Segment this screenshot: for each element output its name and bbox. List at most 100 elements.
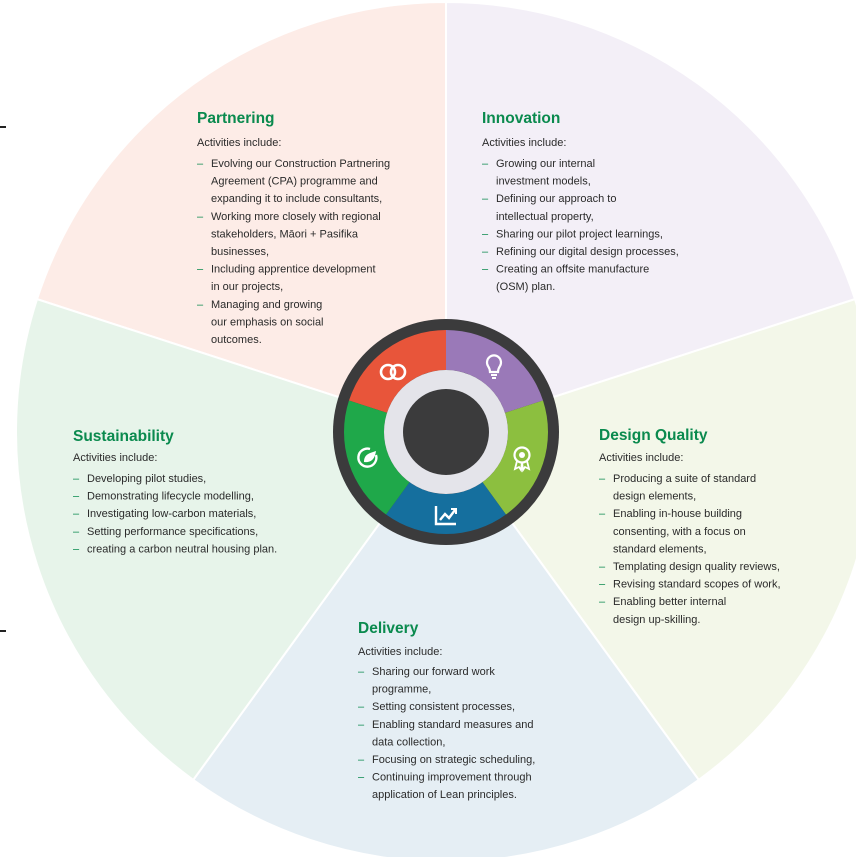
bullet-dash: – <box>358 719 365 731</box>
activity-list-delivery: –Sharing our forward workprogramme,–Sett… <box>358 666 535 801</box>
bullet-dash: – <box>358 754 365 766</box>
activity-line: Continuing improvement through <box>372 772 532 784</box>
activity-line: businesses, <box>211 246 269 258</box>
bullet-dash: – <box>599 596 606 608</box>
lightbulb-icon <box>485 354 503 379</box>
activity-line: standard elements, <box>613 543 707 555</box>
activity-line: our emphasis on social <box>211 316 324 328</box>
segment-title-design-quality: Design Quality <box>599 427 708 444</box>
activity-line: Working more closely with regional <box>211 211 381 223</box>
activity-line: Setting consistent processes, <box>372 701 515 713</box>
activity-line: Sharing our pilot project learnings, <box>496 228 663 240</box>
activity-line: in our projects, <box>211 281 283 293</box>
segment-subtitle-delivery: Activities include: <box>358 646 442 658</box>
activity-list-partnering: –Evolving our Construction PartneringAgr… <box>197 158 390 346</box>
activity-line: Creating an offsite manufacture <box>496 264 649 276</box>
activity-line: Investigating low-carbon materials, <box>87 508 256 520</box>
activity-line: Producing a suite of standard <box>613 473 756 485</box>
bullet-dash: – <box>482 228 489 240</box>
wedge-delivery <box>191 430 701 857</box>
activity-line: Agreement (CPA) programme and <box>211 176 378 188</box>
activity-line: expanding it to include consultants, <box>211 193 382 205</box>
bullet-dash: – <box>73 491 80 503</box>
activity-line: data collection, <box>372 736 445 748</box>
central-hub <box>333 319 559 545</box>
activity-line: Evolving our Construction Partnering <box>211 158 390 170</box>
hub-segment-delivery <box>386 482 506 534</box>
activity-line: Growing our internal <box>496 158 595 170</box>
bullet-dash: – <box>599 473 606 485</box>
activity-line: stakeholders, Māori + Pasifika <box>211 228 359 240</box>
activity-line: (OSM) plan. <box>496 281 555 293</box>
bullet-dash: – <box>197 299 204 311</box>
bullet-dash: – <box>599 508 606 520</box>
sustainability-leaf-icon <box>357 447 378 468</box>
segment-title-sustainability: Sustainability <box>73 428 174 445</box>
bullet-dash: – <box>197 158 204 170</box>
bullet-dash: – <box>73 473 80 485</box>
bullet-dash: – <box>358 666 365 678</box>
activity-line: Templating design quality reviews, <box>613 561 780 573</box>
segment-subtitle-design-quality: Activities include: <box>599 452 683 464</box>
activity-line: consenting, with a focus on <box>613 526 746 538</box>
segment-subtitle-innovation: Activities include: <box>482 137 566 149</box>
bullet-dash: – <box>599 561 606 573</box>
activity-line: Revising standard scopes of work, <box>613 579 781 591</box>
bullet-dash: – <box>482 264 489 276</box>
interlocking-rings-icon <box>379 363 407 381</box>
activity-line: creating a carbon neutral housing plan. <box>87 543 277 555</box>
activity-line: Focusing on strategic scheduling, <box>372 754 535 766</box>
activity-line: Defining our approach to <box>496 193 616 205</box>
bullet-dash: – <box>482 246 489 258</box>
segment-sustainability: Sustainability Activities include: –Deve… <box>73 428 277 555</box>
segment-title-delivery: Delivery <box>358 620 419 637</box>
bullet-dash: – <box>358 772 365 784</box>
activity-line: investment models, <box>496 176 591 188</box>
activity-line: Demonstrating lifecycle modelling, <box>87 491 254 503</box>
award-rosette-icon <box>513 446 531 473</box>
activity-line: Managing and growing <box>211 299 322 311</box>
activity-line: Including apprentice development <box>211 264 376 276</box>
activity-line: programme, <box>372 684 431 696</box>
trending-chart-icon <box>434 506 457 526</box>
activity-line: Enabling better internal <box>613 596 726 608</box>
activity-line: application of Lean principles. <box>372 789 517 801</box>
activity-line: outcomes. <box>211 334 262 346</box>
wedge-partnering <box>35 0 447 434</box>
activity-line: Sharing our forward work <box>372 666 495 678</box>
bullet-dash: – <box>73 526 80 538</box>
bullet-dash: – <box>482 158 489 170</box>
activity-line: design elements, <box>613 491 696 503</box>
activity-line: intellectual property, <box>496 211 594 223</box>
segment-title-innovation: Innovation <box>482 110 560 127</box>
bullet-dash: – <box>197 264 204 276</box>
edge-tick-mark <box>0 126 6 128</box>
hub-center <box>403 389 489 475</box>
activity-line: design up-skilling. <box>613 614 700 626</box>
segment-subtitle-partnering: Activities include: <box>197 137 281 149</box>
segment-design-quality: Design Quality Activities include: –Prod… <box>599 427 781 626</box>
bullet-dash: – <box>599 579 606 591</box>
activity-line: Enabling standard measures and <box>372 719 533 731</box>
bullet-dash: – <box>358 701 365 713</box>
activity-line: Refining our digital design processes, <box>496 246 679 258</box>
edge-tick-mark <box>0 630 6 632</box>
segment-delivery: Delivery Activities include: –Sharing ou… <box>358 620 535 801</box>
hub-segment-partnering <box>348 330 446 413</box>
bullet-dash: – <box>73 543 80 555</box>
bullet-dash: – <box>73 508 80 520</box>
activity-list-sustainability: –Developing pilot studies,–Demonstrating… <box>73 473 277 555</box>
wedge-innovation <box>445 0 856 434</box>
segment-partnering: Partnering Activities include: –Evolving… <box>197 110 390 346</box>
segment-innovation: Innovation Activities include: –Growing … <box>482 110 679 293</box>
bullet-dash: – <box>197 211 204 223</box>
segment-subtitle-sustainability: Activities include: <box>73 452 157 464</box>
segment-title-partnering: Partnering <box>197 110 275 127</box>
activity-line: Enabling in-house building <box>613 508 742 520</box>
activity-line: Developing pilot studies, <box>87 473 206 485</box>
bullet-dash: – <box>482 193 489 205</box>
activity-line: Setting performance specifications, <box>87 526 258 538</box>
